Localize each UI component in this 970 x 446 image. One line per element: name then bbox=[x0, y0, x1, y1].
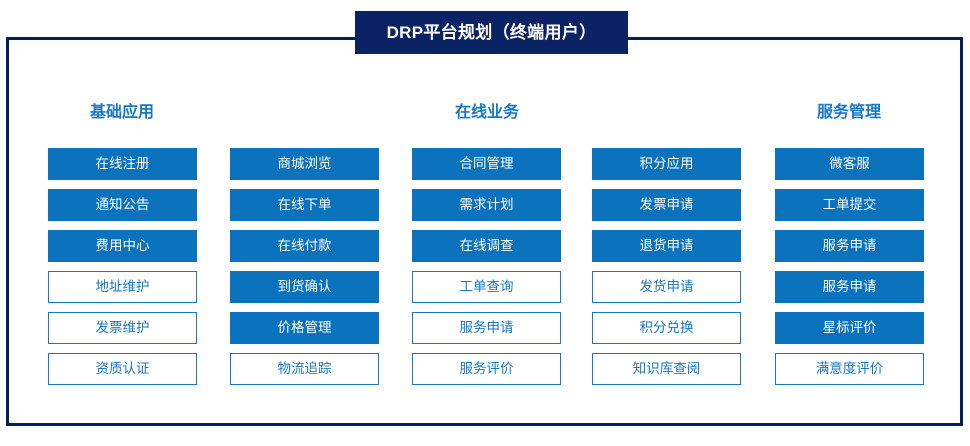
node-box[interactable]: 合同管理 bbox=[412, 148, 561, 180]
node-column-1: 在线注册通知公告费用中心地址维护发票维护资质认证 bbox=[48, 148, 197, 394]
node-box[interactable]: 工单查询 bbox=[412, 271, 561, 303]
node-box[interactable]: 积分兑换 bbox=[592, 312, 741, 344]
node-box[interactable]: 商城浏览 bbox=[230, 148, 379, 180]
node-box[interactable]: 发货申请 bbox=[592, 271, 741, 303]
group-header-2: 在线业务 bbox=[454, 104, 520, 121]
node-box[interactable]: 星标评价 bbox=[775, 312, 924, 344]
node-box[interactable]: 资质认证 bbox=[48, 353, 197, 385]
node-box[interactable]: 知识库查阅 bbox=[592, 353, 741, 385]
node-box[interactable]: 通知公告 bbox=[48, 189, 197, 221]
node-box[interactable]: 工单提交 bbox=[775, 189, 924, 221]
node-box[interactable]: 退货申请 bbox=[592, 230, 741, 262]
node-box[interactable]: 需求计划 bbox=[412, 189, 561, 221]
node-box[interactable]: 在线下单 bbox=[230, 189, 379, 221]
node-column-3: 合同管理需求计划在线调查工单查询服务申请服务评价 bbox=[412, 148, 561, 394]
node-box[interactable]: 地址维护 bbox=[48, 271, 197, 303]
node-box[interactable]: 积分应用 bbox=[592, 148, 741, 180]
node-box[interactable]: 发票申请 bbox=[592, 189, 741, 221]
node-box[interactable]: 发票维护 bbox=[48, 312, 197, 344]
group-header-3: 服务管理 bbox=[816, 104, 882, 121]
node-box[interactable]: 费用中心 bbox=[48, 230, 197, 262]
node-box[interactable]: 价格管理 bbox=[230, 312, 379, 344]
node-column-2: 商城浏览在线下单在线付款到货确认价格管理物流追踪 bbox=[230, 148, 379, 394]
page-title: DRP平台规划（终端用户） bbox=[386, 23, 597, 42]
node-box[interactable]: 服务申请 bbox=[412, 312, 561, 344]
node-box[interactable]: 服务评价 bbox=[412, 353, 561, 385]
node-box[interactable]: 物流追踪 bbox=[230, 353, 379, 385]
node-box[interactable]: 服务申请 bbox=[775, 271, 924, 303]
node-column-4: 积分应用发票申请退货申请发货申请积分兑换知识库查阅 bbox=[592, 148, 741, 394]
diagram-title-banner: DRP平台规划（终端用户） bbox=[355, 11, 628, 54]
group-header-1: 基础应用 bbox=[89, 104, 155, 121]
node-column-5: 微客服工单提交服务申请服务申请星标评价满意度评价 bbox=[775, 148, 924, 394]
node-box[interactable]: 满意度评价 bbox=[775, 353, 924, 385]
node-box[interactable]: 在线注册 bbox=[48, 148, 197, 180]
node-box[interactable]: 在线付款 bbox=[230, 230, 379, 262]
node-box[interactable]: 服务申请 bbox=[775, 230, 924, 262]
node-box[interactable]: 到货确认 bbox=[230, 271, 379, 303]
node-box[interactable]: 微客服 bbox=[775, 148, 924, 180]
node-box[interactable]: 在线调查 bbox=[412, 230, 561, 262]
